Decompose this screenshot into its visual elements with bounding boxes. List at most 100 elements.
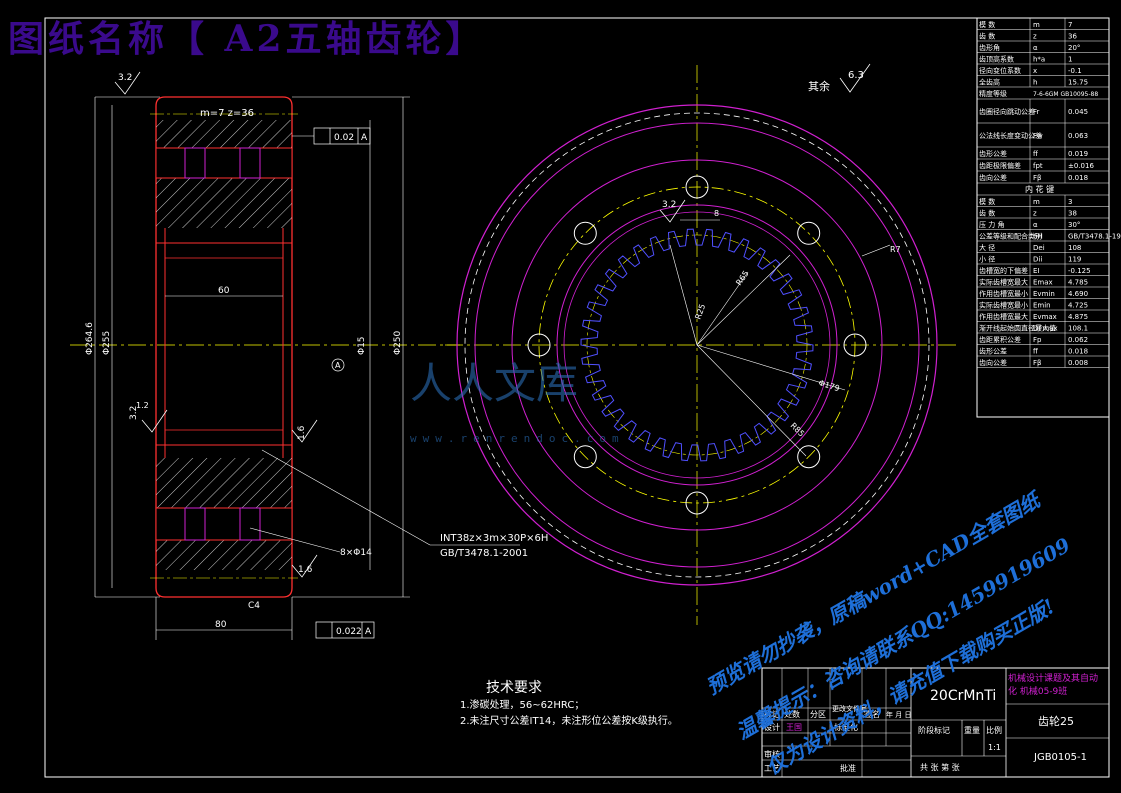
dim-inner-60-text: 60 — [218, 286, 230, 296]
tol-value-bottom: 0.022 — [336, 627, 362, 637]
watermark-url: www.renrendoc.com — [410, 432, 625, 445]
roughness-bottom — [291, 554, 318, 578]
param-name: 公差等级和配合类别 — [979, 231, 1042, 240]
dim-small-8: 8 — [714, 209, 719, 218]
param-symbol: h — [1033, 78, 1037, 86]
param-value: 0.062 — [1068, 336, 1088, 344]
param-symbol: Fr — [1033, 108, 1040, 116]
pitch-circle — [464, 112, 930, 578]
hub-outer-circle — [511, 159, 883, 531]
param-value: 0.018 — [1068, 174, 1088, 182]
param-value: 119 — [1068, 255, 1081, 263]
param-symbol: Fw — [1033, 132, 1043, 140]
param-value: 1 — [1068, 55, 1072, 63]
hatch-bottom-1 — [156, 458, 292, 508]
param-symbol: z — [1033, 209, 1037, 217]
param-name: 齿形公差 — [979, 346, 1007, 355]
bolt-hole — [685, 175, 709, 199]
param-symbol: Fβ — [1033, 359, 1042, 367]
param-name: 实际齿槽宽最小 — [979, 300, 1028, 309]
dim-r65: R65 — [734, 269, 750, 287]
param-name: 齿 数 — [979, 31, 995, 40]
dim-r7: R7 — [890, 245, 901, 254]
param-value: 7 — [1068, 21, 1072, 29]
param-value: 0.063 — [1068, 132, 1088, 140]
tb-mark: 标记 — [764, 709, 780, 719]
param-name: 齿距极限偏差 — [979, 161, 1021, 170]
tb-doc: 更改文件号 — [832, 704, 867, 713]
surface-mid-value: 3.2 — [129, 406, 139, 420]
param-name: 公法线长度变动公差 — [979, 131, 1042, 140]
param-name: 齿向公差 — [979, 358, 1007, 367]
param-name: 齿形公差 — [979, 149, 1007, 158]
surface-right-value: 1.6 — [297, 425, 307, 440]
param-name: 齿圈径向跳动公差 — [979, 107, 1035, 116]
bolt-holes — [527, 175, 867, 515]
param-value: GB/T3478.1-1995 — [1068, 232, 1121, 240]
param-symbol: α — [1033, 221, 1038, 229]
param-symbol: h*a — [1033, 55, 1045, 63]
param-value: 0.018 — [1068, 347, 1088, 355]
param-value: 0.045 — [1068, 108, 1088, 116]
hole-bot-c — [239, 507, 261, 541]
hatch-top-2 — [156, 178, 292, 228]
tb-company-1: 机械设计课题及其自动 — [1008, 672, 1098, 684]
param-value: 36 — [1068, 32, 1077, 40]
tol-value-top: 0.02 — [334, 133, 354, 143]
tech-line-1: 1.渗碳处理，56~62HRC； — [460, 698, 584, 711]
param-value: 0.008 — [1068, 359, 1088, 367]
bolt-hole — [843, 333, 867, 357]
param-symbol: Evmin — [1033, 290, 1055, 298]
param-symbol: α — [1033, 44, 1038, 52]
outer-circle — [456, 104, 938, 586]
dim-r25: R25 — [693, 303, 707, 321]
hole-bot-b — [184, 507, 206, 541]
param-value: 15.75 — [1068, 78, 1088, 86]
title-block: 标记 处数 分区 更改文件号 签名 年 月 日 设计 王国 标准化 审核 工艺 … — [761, 667, 1110, 778]
param-value: 4.875 — [1068, 313, 1088, 321]
datum-letter: A — [335, 361, 341, 370]
param-value: 38 — [1068, 209, 1077, 217]
tb-zone: 分区 — [810, 710, 826, 719]
tech-line-2: 2.未注尺寸公差IT14，未注形位公差按K级执行。 — [460, 714, 678, 727]
hub-inner-circle — [556, 204, 838, 486]
roughness-mid — [141, 409, 168, 433]
param-name: 实际齿槽宽最大 — [979, 277, 1028, 286]
tech-heading: 技术要求 — [486, 680, 542, 696]
hatch-bottom-2 — [156, 540, 292, 570]
param-value: 4.725 — [1068, 301, 1088, 309]
bolt-hole — [573, 221, 597, 245]
hole-top-a — [155, 147, 293, 179]
tb-std: 标准化 — [834, 722, 858, 732]
tb-date: 年 月 日 — [886, 710, 911, 719]
tb-design: 设计 — [764, 722, 780, 732]
param-symbol: m — [1033, 21, 1040, 29]
hatch-top-1 — [156, 120, 292, 148]
param-symbol: Fp — [1033, 336, 1042, 344]
param-symbol: Emin — [1033, 301, 1051, 309]
param-name: 作用齿槽宽最小 — [979, 289, 1028, 298]
param-name: 小 径 — [979, 254, 995, 263]
tol-datum-top: A — [361, 133, 368, 143]
param-name: 大 径 — [979, 243, 995, 252]
param-symbol: m — [1033, 198, 1040, 206]
other-roughness: 6.3 — [848, 70, 864, 81]
param-name: 齿形角 — [979, 43, 1000, 52]
param-symbol: z — [1033, 32, 1037, 40]
spline-teeth — [580, 228, 814, 462]
param-value: -0.1 — [1068, 67, 1082, 75]
hole-top-c — [239, 147, 261, 179]
leader-r2 — [696, 254, 791, 346]
param-name: 精度等级 — [979, 89, 1007, 98]
param-name: 齿顶高系数 — [979, 54, 1014, 63]
dim-phi-right: Φ250 — [393, 330, 403, 355]
tb-scale: 1:1 — [988, 743, 1001, 752]
other-label: 其余 — [808, 79, 830, 93]
param-symbol: Dii — [1033, 255, 1042, 263]
leader-pcd — [696, 344, 846, 391]
hole-bot-a — [155, 507, 293, 541]
tb-part-name: 齿轮25 — [1038, 714, 1074, 728]
dim-phi-outer: Φ264.6 — [85, 322, 95, 355]
tb-weight: 重量 — [964, 725, 980, 735]
bolt-hole — [527, 333, 551, 357]
